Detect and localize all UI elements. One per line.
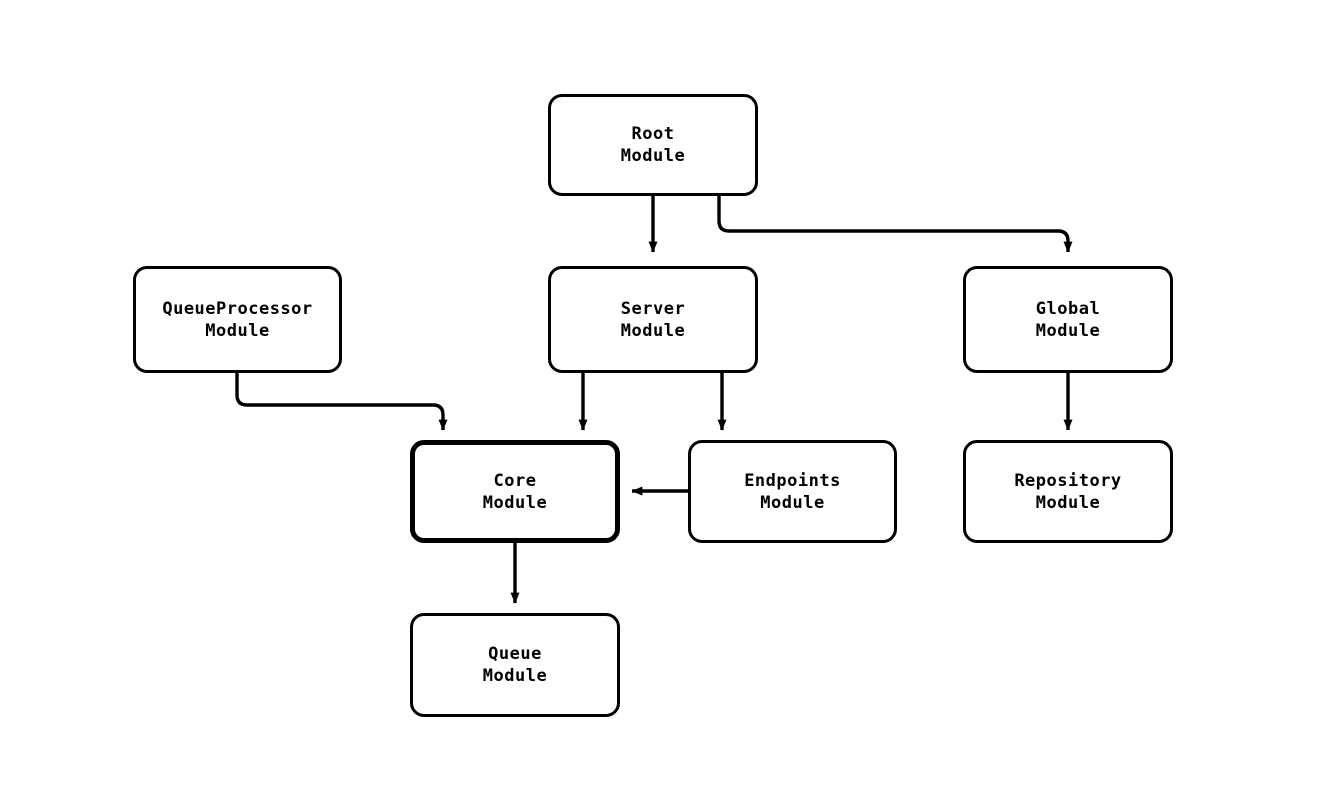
node-repository-module[interactable]: Repository Module [963,440,1173,543]
node-queueprocessor-module[interactable]: QueueProcessor Module [133,266,342,373]
edge-root-to-global [717,196,1073,253]
node-core-module[interactable]: Core Module [410,440,620,543]
node-queue-module[interactable]: Queue Module [410,613,620,717]
edge-queueprocessor-to-core [235,373,448,431]
node-label: Endpoints Module [744,470,841,513]
node-label: Core Module [482,470,548,513]
node-label: Global Module [1035,298,1101,341]
node-server-module[interactable]: Server Module [548,266,758,373]
node-label: QueueProcessor Module [162,298,313,341]
node-endpoints-module[interactable]: Endpoints Module [688,440,897,543]
node-label: Repository Module [1014,470,1122,513]
node-label: Server Module [620,298,686,341]
node-label: Queue Module [482,644,548,686]
node-label: Root Module [620,124,686,166]
node-global-module[interactable]: Global Module [963,266,1173,373]
node-root-module[interactable]: Root Module [548,94,758,196]
